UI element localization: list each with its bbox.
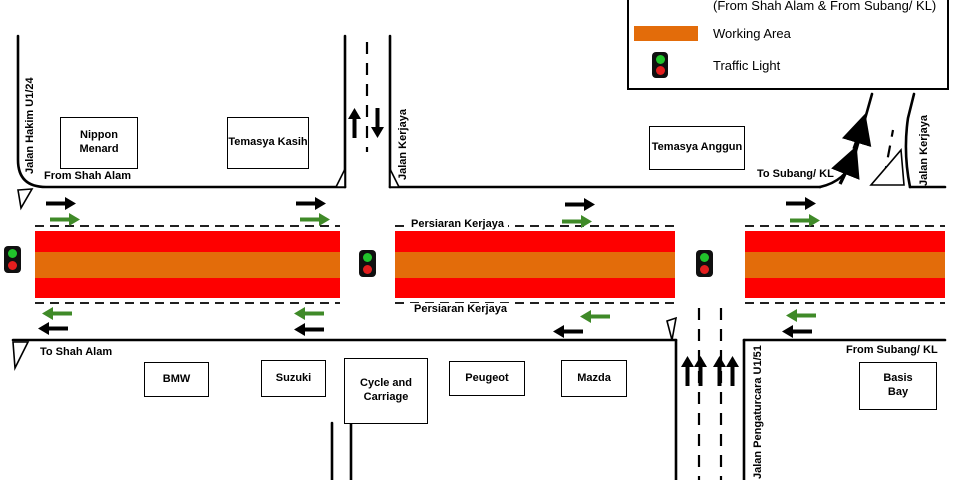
legend-route-note: (From Shah Alam & From Subang/ KL)	[713, 0, 937, 13]
traffic-light-green-lamp	[8, 249, 17, 258]
arrow-right-green-icon	[300, 213, 330, 226]
traffic-light-icon	[359, 250, 376, 277]
landmark-label: Suzuki	[275, 371, 312, 384]
arrow-right-icon	[46, 197, 76, 210]
traffic-light-icon	[696, 250, 713, 277]
traffic-light-red-lamp	[655, 66, 665, 76]
landmark-suzuki: Suzuki	[261, 360, 326, 397]
working-area-swatch-rect	[634, 26, 698, 41]
landmark-label: Basis Bay	[883, 372, 913, 398]
merge-arrow-icon	[831, 145, 860, 185]
arrow-right-green-icon	[50, 213, 80, 226]
landmark-label: Mazda	[577, 371, 611, 384]
direction-from-shah-alam: From Shah Alam	[44, 170, 131, 182]
street-label-persiaran-kerjaya-top: Persiaran Kerjaya	[407, 218, 508, 230]
direction-to-subang-kl: To Subang/ KL	[757, 168, 834, 180]
arrow-left-green-icon	[294, 307, 324, 320]
arrow-left-icon	[782, 325, 812, 338]
traffic-light-red-lamp	[8, 261, 17, 270]
traffic-island-bottom-left	[12, 341, 30, 371]
merge-arrow-icon	[841, 113, 872, 150]
arrow-up-icon	[713, 356, 726, 386]
arrow-left-icon	[294, 323, 324, 336]
traffic-light-green-lamp	[700, 253, 709, 262]
legend-working-area-label: Working Area	[713, 26, 791, 41]
traffic-island-mid-left	[334, 168, 346, 188]
street-label-persiaran-kerjaya-bottom: Persiaran Kerjaya	[410, 303, 511, 315]
working-area-band-3	[745, 252, 945, 278]
landmark-label: Cycle and Carriage	[360, 377, 412, 403]
arrow-up-icon	[348, 108, 361, 138]
arrow-up-icon	[726, 356, 739, 386]
traffic-light-red-lamp	[700, 265, 709, 274]
arrow-down-icon	[371, 108, 384, 138]
arrow-left-icon	[38, 322, 68, 335]
arrow-right-icon	[786, 197, 816, 210]
traffic-light-green-lamp	[363, 253, 372, 262]
direction-from-subang-kl: From Subang/ KL	[846, 344, 938, 356]
street-label-jalan-kerjaya-top: Jalan Kerjaya	[397, 109, 409, 180]
road-edge-branch-right	[904, 92, 916, 189]
traffic-island-pengaturcara	[666, 316, 678, 341]
landmark-basis-bay: Basis Bay	[859, 362, 937, 410]
legend-traffic-light-label: Traffic Light	[713, 58, 781, 73]
landmark-bmw: BMW	[144, 362, 209, 397]
arrow-right-green-icon	[790, 214, 820, 227]
arrow-left-green-icon	[786, 309, 816, 322]
road-edge-left-approach	[16, 34, 347, 189]
landmark-temasya-anggun: Temasya Anggun	[649, 126, 745, 170]
traffic-light-icon	[652, 52, 668, 78]
arrow-up-icon	[681, 356, 694, 386]
traffic-island-mid-right	[389, 168, 401, 188]
landmark-cycle-and-carriage: Cycle and Carriage	[344, 358, 428, 424]
landmark-mazda: Mazda	[561, 360, 627, 397]
traffic-island-right-junction	[869, 148, 905, 186]
arrow-left-green-icon	[580, 310, 610, 323]
street-label-jalan-kerjaya-right: Jalan Kerjaya	[918, 115, 930, 186]
working-area-band-1	[35, 252, 340, 278]
traffic-light-red-lamp	[363, 265, 372, 274]
traffic-light-icon	[4, 246, 21, 273]
landmark-label: Nippon Menard	[79, 129, 119, 155]
landmark-temasya-kasih: Temasya Kasih	[227, 117, 309, 169]
working-area-band-2	[395, 252, 675, 278]
landmark-label: Peugeot	[465, 371, 509, 384]
traffic-light-green-lamp	[655, 54, 665, 64]
arrow-left-green-icon	[42, 307, 72, 320]
landmark-nippon-menard: Nippon Menard	[60, 117, 138, 169]
arrow-right-icon	[296, 197, 326, 210]
landmark-label: Temasya Kasih	[228, 136, 308, 149]
street-label-jalan-pengaturcara: Jalan Pengaturcara U1/51	[752, 345, 764, 479]
traffic-island-left-junction	[17, 188, 34, 211]
landmark-label: BMW	[162, 372, 191, 385]
arrow-up-icon	[694, 356, 707, 386]
legend: (From Shah Alam & From Subang/ KL) Worki…	[627, 0, 949, 90]
arrow-right-icon	[565, 198, 595, 211]
landmark-peugeot: Peugeot	[449, 361, 525, 396]
arrow-left-icon	[553, 325, 583, 338]
landmark-label: Temasya Anggun	[651, 141, 743, 154]
working-area-swatch	[634, 26, 698, 41]
street-label-jalan-hakim: Jalan Hakim U1/24	[24, 77, 36, 174]
direction-to-shah-alam: To Shah Alam	[40, 346, 113, 358]
